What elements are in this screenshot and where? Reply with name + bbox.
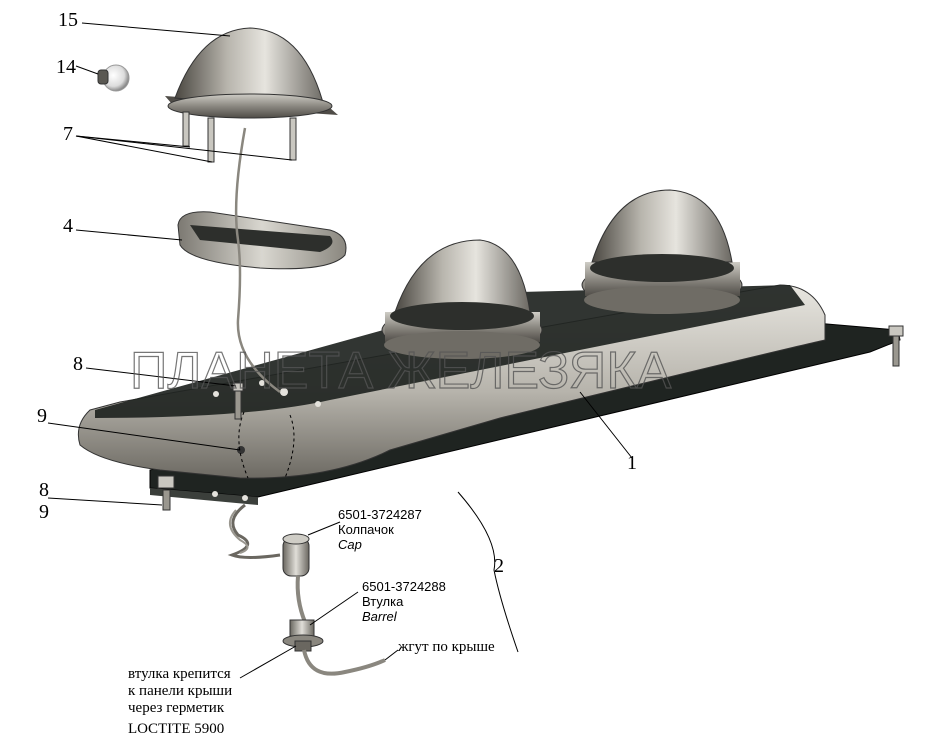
bolt-left — [157, 475, 175, 511]
callout-9-lower: 9 — [39, 501, 49, 523]
callout-8-lower: 8 — [39, 479, 49, 501]
mount-note-line4: LOCTITE 5900 — [128, 721, 224, 737]
callout-9-upper: 9 — [37, 405, 47, 427]
callout-14: 14 — [56, 56, 76, 78]
housing-hole — [237, 446, 245, 454]
mounted-lamp-middle — [381, 239, 543, 359]
screw-8 — [232, 382, 244, 420]
lamp-wire — [234, 127, 281, 394]
mount-note-line3: через герметик — [128, 700, 225, 716]
base-hole — [212, 491, 218, 497]
leader-lines — [47, 22, 633, 679]
cap-name-en: Cap — [338, 537, 362, 552]
barrel-part-number: 6501-3724288 — [362, 579, 446, 594]
watermark: ПЛАНЕТА ЖЕЛЕЗЯКА — [130, 342, 672, 400]
cable-assembly — [227, 503, 386, 676]
callout-15: 15 — [58, 9, 78, 31]
bolt-right — [888, 325, 904, 367]
mounted-lamp-right — [581, 189, 743, 314]
barrel-name-ru: Втулка — [362, 594, 404, 609]
callout-4: 4 — [63, 215, 73, 237]
harness-note: жгут по крыше — [397, 639, 495, 655]
dome-lens-15 — [165, 27, 338, 119]
cap-part-number: 6501-3724287 — [338, 507, 422, 522]
cap-name-ru: Колпачок — [338, 522, 394, 537]
housing-hole — [213, 391, 219, 397]
callout-8-upper: 8 — [73, 353, 83, 375]
callout-7: 7 — [63, 123, 73, 145]
mount-note-line1: втулка крепится — [128, 666, 231, 682]
barrel-name-en: Barrel — [362, 609, 398, 624]
barrel-part — [282, 619, 324, 652]
ring-gasket-4 — [177, 211, 347, 270]
housing-hole — [280, 388, 288, 396]
mount-note-line2: к панели крыши — [128, 683, 232, 699]
housing-hole — [315, 401, 321, 407]
callout-2: 2 — [494, 555, 504, 577]
base-hole — [242, 495, 248, 501]
callout-1: 1 — [627, 452, 637, 474]
bulb-14 — [97, 64, 130, 92]
housing-hole — [259, 380, 265, 386]
